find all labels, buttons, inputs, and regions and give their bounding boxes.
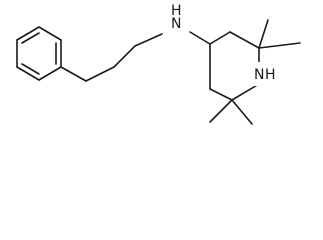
molecule-structure-diagram: N H N H (16, 3, 301, 125)
ring-h-label: H (265, 67, 276, 83)
bond-benzene-double-3 (21, 63, 40, 75)
atom-amine-n: N H (163, 3, 189, 32)
bond-pip-4 (231, 83, 260, 101)
bond-chain-4 (134, 33, 163, 47)
bond-pip-2 (229, 31, 260, 49)
bond-methyl-lower-2 (209, 99, 233, 123)
bond-methyl-lower-1 (231, 99, 253, 125)
bond-methyl-upper-2 (258, 42, 301, 49)
bond-pip-5 (209, 88, 233, 101)
bond-benzene-double-1 (21, 32, 40, 44)
bond-benzene-5 (16, 66, 40, 81)
bond-benzene-4 (38, 66, 62, 81)
atom-ring-n: N H (254, 62, 280, 86)
methyl-groups (209, 19, 301, 125)
bond-methyl-upper-1 (258, 19, 269, 49)
bond-chain-2 (85, 66, 115, 82)
ring-n-symbol: N (254, 67, 264, 83)
bond-benzene-1 (16, 26, 40, 41)
bond-chain-3 (113, 45, 136, 68)
propyl-chain (60, 33, 163, 82)
bond-pip-1 (209, 31, 231, 45)
piperidine-ring (209, 31, 260, 101)
amine-h-label: H (171, 3, 182, 19)
amine-n-symbol: N (171, 16, 181, 32)
bond-amine-ring (189, 31, 211, 45)
benzene-ring (16, 26, 62, 81)
bond-benzene-2 (38, 26, 62, 41)
bond-chain-1 (60, 66, 87, 82)
